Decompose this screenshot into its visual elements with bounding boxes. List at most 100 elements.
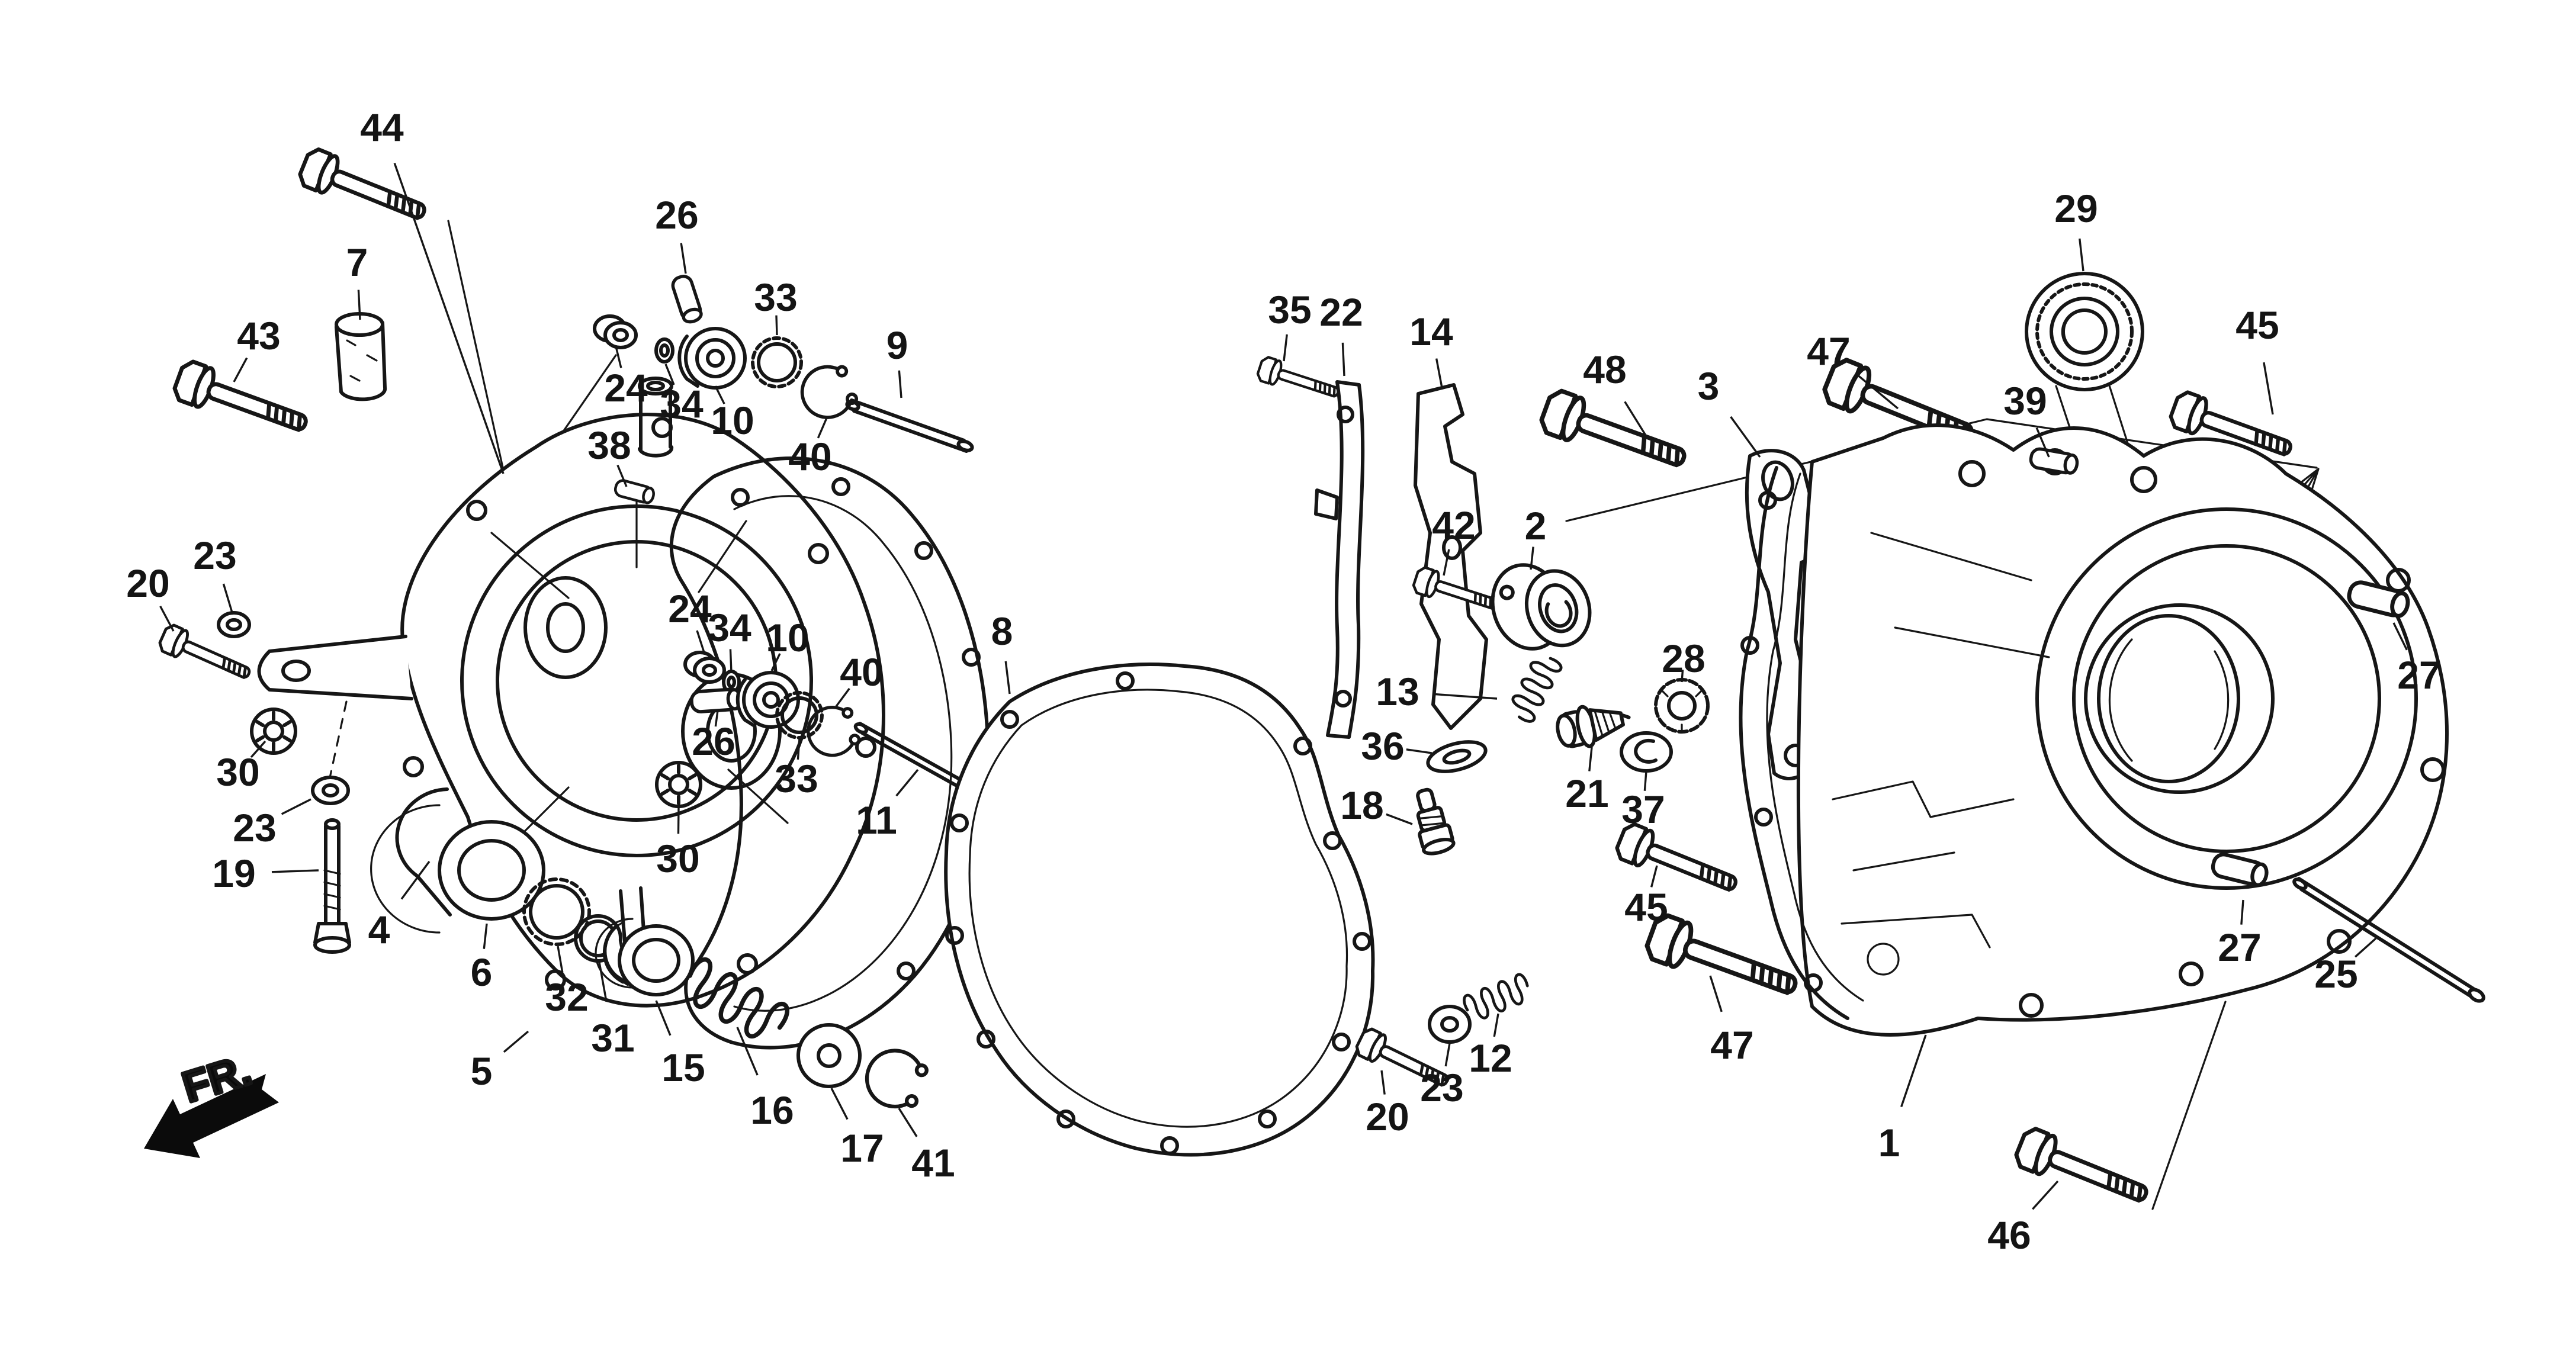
leader-line-41 <box>898 1108 918 1137</box>
callout-41: 41 <box>911 1141 955 1185</box>
leader-line-24 <box>696 630 706 655</box>
leader-line-48 <box>1624 401 1649 439</box>
leader-line-16 <box>736 1027 759 1076</box>
leader-line-23 <box>1444 1043 1451 1067</box>
callout-42: 42 <box>1432 503 1475 547</box>
callout-5: 5 <box>471 1049 493 1093</box>
callout-33: 33 <box>754 275 797 319</box>
leader-line-32 <box>557 946 564 973</box>
servo-piston-6 <box>370 787 545 934</box>
snap-ring-40a <box>795 360 860 425</box>
callout-18: 18 <box>1340 783 1383 827</box>
callout-27: 27 <box>2218 925 2261 969</box>
callout-43: 43 <box>237 314 280 358</box>
callout-26: 26 <box>655 193 698 237</box>
lever-22 <box>1314 380 1365 739</box>
callout-7: 7 <box>346 240 368 284</box>
case-gasket-8 <box>944 663 1375 1157</box>
cap-24b <box>683 651 726 684</box>
breather-plug-7 <box>335 312 387 401</box>
accumulator-piston-15 <box>595 918 695 996</box>
callout-31: 31 <box>591 1016 634 1060</box>
leader-line-33 <box>775 315 778 336</box>
leader-line-6 <box>483 923 488 949</box>
speedometer-gear-holder-2 <box>1491 563 1592 651</box>
callout-4: 4 <box>368 908 390 951</box>
leader-line-8 <box>1004 661 1011 694</box>
leader-line-20 <box>159 606 175 632</box>
leader-line-33 <box>796 738 801 760</box>
callout-32: 32 <box>545 975 588 1019</box>
leader-line-17 <box>830 1088 849 1120</box>
callout-34: 34 <box>708 606 751 649</box>
leader-line-13 <box>1435 693 1498 700</box>
callout-28: 28 <box>1662 636 1705 680</box>
leader-line-47 <box>1709 975 1723 1012</box>
callout-24: 24 <box>668 587 712 631</box>
leader-line-45 <box>1650 865 1658 887</box>
callout-8: 8 <box>991 609 1013 653</box>
callout-48: 48 <box>1583 348 1626 391</box>
leader-line-40 <box>817 417 828 439</box>
callout-15: 15 <box>661 1046 705 1089</box>
callout-24: 24 <box>604 366 648 410</box>
leader-line-29 <box>2079 238 2084 272</box>
o-ring-33a <box>751 336 803 388</box>
callout-35: 35 <box>1268 288 1311 332</box>
leader-line-36 <box>1406 748 1432 754</box>
lock-washer-30b <box>657 763 701 806</box>
callout-6: 6 <box>471 950 493 994</box>
leader-line-26 <box>680 243 687 274</box>
leader-line-18 <box>1386 813 1413 825</box>
leader-line-46 <box>2032 1180 2059 1210</box>
callout-20: 20 <box>126 561 169 605</box>
callout-22: 22 <box>1319 290 1363 334</box>
leader-line-45 <box>2263 362 2274 415</box>
leader-line-25 <box>2355 937 2377 958</box>
callout-21: 21 <box>1565 771 1608 815</box>
callout-11: 11 <box>856 798 897 842</box>
callout-25: 25 <box>2314 952 2357 996</box>
leader-line-30 <box>250 740 266 758</box>
leader-line-10 <box>770 653 781 671</box>
leader-line-2 <box>1530 546 1534 570</box>
leader-line-30 <box>677 806 680 834</box>
callout-44: 44 <box>360 105 404 149</box>
plug-18 <box>1416 787 1456 856</box>
lock-nut-28 <box>1654 678 1710 734</box>
leader-line-31 <box>598 962 608 1002</box>
callout-47: 47 <box>1807 329 1850 373</box>
callout-37: 37 <box>1621 787 1665 831</box>
leader-line-44 <box>393 162 505 474</box>
callout-40: 40 <box>840 650 883 694</box>
fr-direction-arrow: FR. <box>144 1044 279 1158</box>
leader-line-37 <box>1643 770 1647 791</box>
leader-line-21 <box>1588 747 1593 771</box>
leader-line-34 <box>729 649 733 673</box>
piston-10a <box>677 327 747 390</box>
leader-line-38 <box>616 464 628 487</box>
callout-45: 45 <box>1624 885 1668 929</box>
leader-line-9 <box>898 370 902 398</box>
leader-line-11 <box>895 768 919 797</box>
snap-ring-41 <box>860 1043 930 1114</box>
bolt-44 <box>297 146 431 231</box>
bolt-43 <box>171 359 312 443</box>
callout-34: 34 <box>660 382 704 426</box>
bolt-46 <box>2013 1126 2153 1214</box>
transmission-case-1 <box>1796 423 2449 1037</box>
callout-30: 30 <box>656 837 699 880</box>
callout-10: 10 <box>766 616 809 660</box>
leader-line-26 <box>714 710 719 727</box>
leader-line-27 <box>2392 622 2408 651</box>
bearing-29 <box>2025 272 2144 391</box>
callout-19: 19 <box>212 851 255 895</box>
callout-13: 13 <box>1376 670 1419 713</box>
callout-20: 20 <box>1366 1095 1409 1139</box>
leader-line-7 <box>357 290 361 320</box>
callout-36: 36 <box>1361 724 1404 768</box>
lock-washer-30a <box>252 709 295 753</box>
callout-9: 9 <box>886 323 908 367</box>
